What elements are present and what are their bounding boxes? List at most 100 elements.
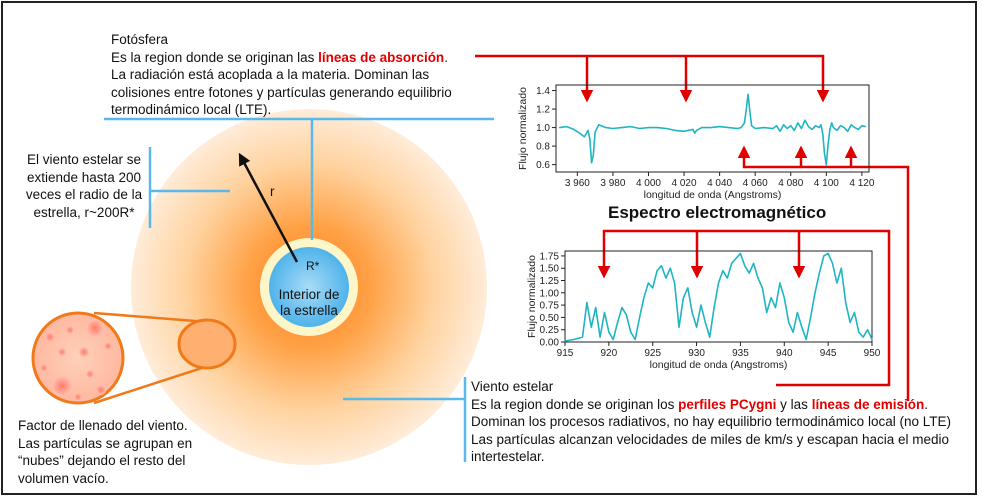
x-tick-label: 925 <box>644 348 661 359</box>
y-tick-label: 0.50 <box>540 313 560 324</box>
data-point <box>772 127 774 130</box>
data-point <box>862 336 864 338</box>
plot-frame <box>564 250 873 343</box>
data-point <box>583 136 586 138</box>
data-point <box>612 127 614 130</box>
stellar-interior-label: Interior de la estrella <box>269 287 349 319</box>
stellar-wind-line1-mid: y las <box>776 396 812 412</box>
data-point <box>726 277 728 279</box>
data-point <box>586 302 588 304</box>
pcygni-arrows <box>597 229 891 387</box>
data-point <box>710 126 712 129</box>
data-point <box>783 124 785 126</box>
x-tick-label: 945 <box>820 348 837 359</box>
data-point <box>839 125 842 127</box>
data-point <box>850 124 852 126</box>
stellar-interior <box>269 247 349 327</box>
x-tick-label: 915 <box>557 348 574 359</box>
data-point <box>867 329 869 331</box>
data-point <box>581 336 584 338</box>
data-point <box>747 93 749 95</box>
data-point <box>700 304 702 306</box>
x-tick-label: 940 <box>776 348 793 359</box>
x-tick-label: 4 100 <box>814 178 839 189</box>
interior-line2: la estrella <box>280 303 338 318</box>
photosphere-line2: La radiación está acoplada a la materia.… <box>111 67 430 82</box>
x-tick-label: 935 <box>732 348 749 359</box>
y-tick-label: 1.75 <box>540 251 560 262</box>
x-axis-label: longitud de onda (Angstroms) <box>650 359 788 371</box>
data-point <box>719 126 721 128</box>
data-point <box>779 282 781 284</box>
data-point <box>608 331 610 333</box>
data-point <box>643 297 645 299</box>
data-point <box>580 133 582 135</box>
y-tick-label: 1.0 <box>536 123 550 134</box>
clumping-inset <box>31 311 237 405</box>
pcygni-term: perfiles PCygni <box>678 396 777 412</box>
y-axis-label: Flujo normalizado <box>517 87 529 170</box>
data-point <box>783 297 785 299</box>
y-tick-label: 0.25 <box>540 325 560 336</box>
data-point <box>827 252 829 255</box>
filling-line1: Factor de llenado del viento. <box>18 418 188 433</box>
data-point <box>818 126 820 129</box>
y-tick-label: 0.6 <box>536 160 550 171</box>
x-tick-label: 4 040 <box>707 178 732 189</box>
data-point <box>857 128 859 131</box>
data-point <box>775 125 778 127</box>
data-point <box>766 311 768 314</box>
data-point <box>587 129 589 131</box>
data-point <box>757 277 759 279</box>
data-point <box>739 252 742 255</box>
data-point <box>652 287 654 289</box>
data-point <box>788 321 790 323</box>
data-point <box>558 126 561 129</box>
stellar-wind-line1: Es la region donde se originan los perfi… <box>471 396 951 414</box>
emission-lines-term: líneas de emisión <box>811 396 925 412</box>
wind-extent-line1: El viento estelar se <box>26 152 142 167</box>
data-point <box>823 152 826 155</box>
x-axis-label: longitud de onda (Angstroms) <box>644 189 782 201</box>
data-point <box>717 282 720 284</box>
data-point <box>691 311 693 314</box>
x-tick-label: 4 120 <box>849 178 874 189</box>
x-tick-label: 4 000 <box>636 178 661 189</box>
filling-line4: volumen vacío. <box>18 470 109 486</box>
data-point <box>779 130 781 132</box>
data-point <box>736 127 738 130</box>
y-tick-label: 1.00 <box>540 288 560 299</box>
spectrum-line <box>559 93 866 166</box>
spectrum-title: Espectro electromagnético <box>608 203 827 222</box>
data-point <box>665 127 667 130</box>
data-point <box>761 287 763 289</box>
y-axis-label: Flujo normalizado <box>526 255 538 338</box>
data-point <box>709 336 711 338</box>
data-point <box>713 306 715 309</box>
photosphere-line1: Es la region donde se originan las línea… <box>111 49 452 67</box>
x-tick-label: 920 <box>601 348 618 359</box>
data-point <box>590 162 593 164</box>
data-point <box>827 143 829 145</box>
data-point <box>790 125 792 127</box>
data-point <box>763 126 765 129</box>
data-point <box>849 321 851 323</box>
data-point <box>638 316 641 319</box>
data-point <box>727 126 730 129</box>
wind-extent-line2: extiende hasta 200 <box>26 169 142 185</box>
data-point <box>745 108 747 110</box>
data-point <box>831 122 833 124</box>
data-point <box>625 314 628 316</box>
data-point <box>861 125 863 127</box>
stellar-radius-label: R* <box>306 259 320 273</box>
data-point <box>638 127 641 130</box>
data-point <box>605 126 607 129</box>
data-point <box>682 297 685 299</box>
data-point <box>590 326 592 328</box>
data-point <box>840 267 842 269</box>
x-tick-label: 3 960 <box>565 178 590 189</box>
photosphere-line3: colisiones entre fotones y partículas ge… <box>111 84 452 100</box>
data-point <box>687 287 689 289</box>
